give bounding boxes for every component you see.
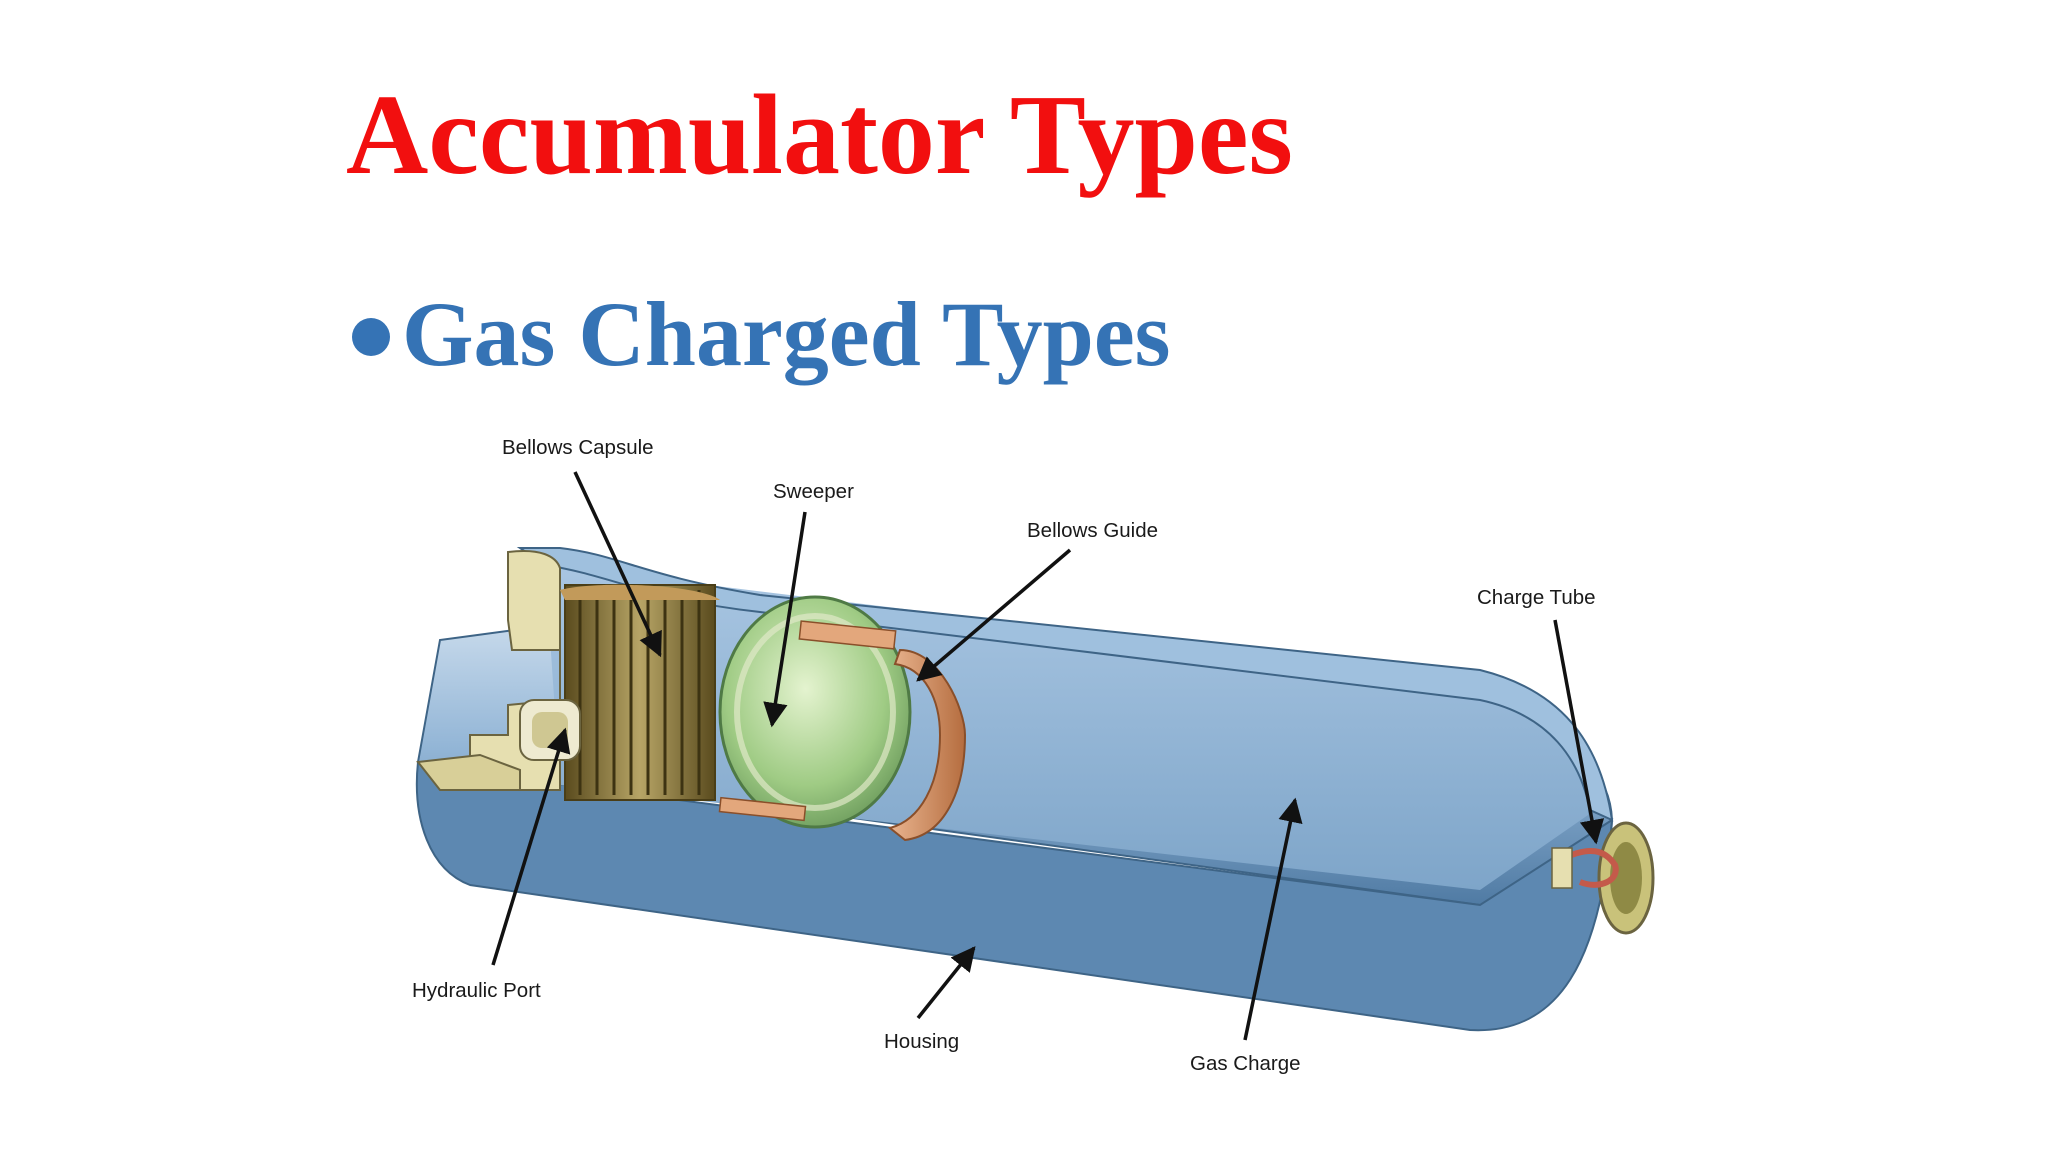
- housing-leader: [916, 946, 976, 1020]
- hydraulic-port-fitting: [519, 699, 581, 761]
- label-bellows-guide: Bellows Guide: [1027, 519, 1158, 542]
- bellows-guide-leader: [916, 548, 1072, 682]
- label-charge-tube: Charge Tube: [1477, 586, 1596, 609]
- gas-charge-leader: [1243, 797, 1303, 1041]
- bullet-text: Gas Charged Types: [402, 283, 1171, 385]
- hydraulic-port-leader: [491, 727, 571, 966]
- bullet-item: Gas Charged Types: [352, 288, 1170, 380]
- bellows-guide: [887, 648, 967, 842]
- leader-lines: [491, 471, 1605, 1041]
- label-housing: Housing: [884, 1030, 959, 1053]
- bellows-capsule-leader: [573, 471, 662, 658]
- label-gas-charge: Gas Charge: [1190, 1052, 1301, 1075]
- bullet-dot-icon: [352, 318, 390, 356]
- label-hydraulic-port: Hydraulic Port: [412, 979, 541, 1002]
- label-sweeper: Sweeper: [773, 480, 854, 503]
- label-bellows-capsule: Bellows Capsule: [502, 436, 654, 459]
- sweeper-leader: [763, 511, 807, 728]
- end-cap-bottom: [416, 753, 521, 791]
- charge-tube-leader: [1553, 619, 1605, 845]
- slide-title: Accumulator Types: [346, 71, 1293, 198]
- bellows-capsule: [560, 584, 720, 801]
- sweeper: [718, 595, 912, 829]
- charge-tube: [1551, 821, 1655, 935]
